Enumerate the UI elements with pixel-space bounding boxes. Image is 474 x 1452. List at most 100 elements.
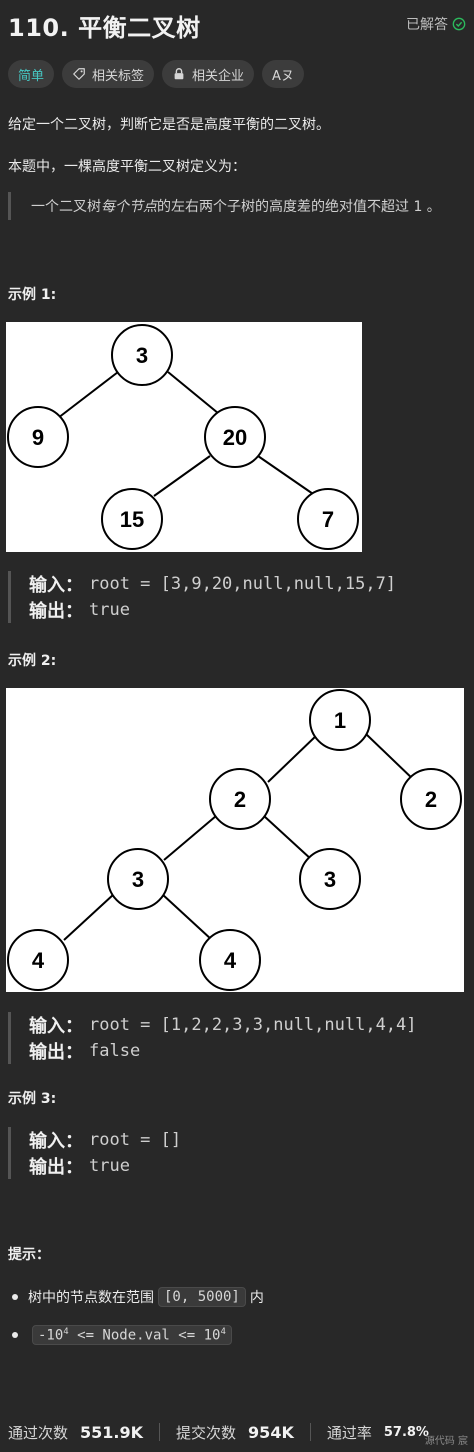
definition-quote: 一个二叉树每个节点的左右两个子树的高度差的绝对值不超过 1 。	[8, 192, 441, 220]
difficulty-label: 简单	[18, 68, 45, 84]
example-3-title: 示例 3:	[8, 1091, 57, 1107]
svg-text:7: 7	[322, 507, 334, 532]
translate-button[interactable]: Aヌ	[262, 60, 304, 88]
tree-2-node: 4	[199, 929, 261, 991]
hint-text: 内	[249, 1290, 264, 1306]
tree-1-edge	[153, 455, 211, 497]
solved-status: 已解答	[406, 14, 466, 34]
acceptance-rate-label: 通过率	[326, 1423, 372, 1442]
tree-1-node: 20	[204, 406, 266, 468]
lock-icon	[174, 68, 184, 80]
svg-text:3: 3	[136, 343, 148, 368]
svg-text:20: 20	[223, 425, 247, 450]
divider	[159, 1423, 161, 1441]
example-2-io: 输入： root = [1,2,2,3,3,null,null,4,4] 输出： f…	[8, 1012, 417, 1064]
hint-item: -104 <= Node.val <= 104	[12, 1322, 264, 1348]
difficulty-tag[interactable]: 简单	[8, 60, 55, 88]
tree-2-edge	[163, 815, 217, 861]
hint-text: 树中的节点数在范围	[28, 1290, 154, 1306]
example-2-title: 示例 2:	[8, 653, 57, 669]
svg-text:3: 3	[132, 867, 144, 892]
accepted-label: 通过次数	[8, 1423, 69, 1442]
input-value: root = [1,2,2,3,3,null,null,4,4]	[89, 1015, 417, 1035]
related-tags-label: 相关标签	[92, 68, 145, 84]
tree-1-node: 7	[297, 488, 359, 550]
svg-text:15: 15	[120, 507, 144, 532]
svg-text:9: 9	[32, 425, 44, 450]
hint-code-part: -10	[38, 1327, 64, 1344]
svg-text:1: 1	[334, 708, 346, 733]
tree-2-node: 4	[7, 929, 69, 991]
related-tags-button[interactable]: 相关标签	[62, 60, 155, 88]
output-value: false	[89, 1041, 141, 1061]
tree-1-node: 15	[101, 488, 163, 550]
output-label: 输出：	[29, 601, 83, 622]
tree-1-edge	[257, 455, 317, 497]
divider	[309, 1423, 311, 1441]
tree-1-edge	[57, 371, 119, 419]
example-3-io: 输入： root = [] 输出： true	[8, 1127, 181, 1179]
input-value: root = [3,9,20,null,null,15,7]	[89, 574, 397, 594]
bullet-icon	[12, 1332, 18, 1338]
stats-bar: 通过次数 551.9K 提交次数 954K 通过率 57.8%	[8, 1420, 429, 1444]
tree-2-edge	[365, 733, 417, 783]
related-companies-button[interactable]: 相关企业	[162, 60, 255, 88]
input-label: 输入：	[29, 575, 83, 596]
tree-2-node: 1	[309, 689, 371, 751]
hint-code-part: <= Node.val <= 10	[68, 1327, 221, 1344]
problem-header: 110. 平衡二叉树 已解答	[8, 6, 466, 42]
output-value: true	[89, 1156, 130, 1176]
tree-2-node: 2	[400, 768, 462, 830]
input-value: root = []	[89, 1130, 182, 1150]
example-2-tree-image: 1 2 2 3 3 4 4	[6, 688, 464, 992]
example-1-title: 示例 1:	[8, 287, 57, 303]
bullet-icon	[12, 1294, 18, 1300]
submitted-count: 954K	[248, 1422, 294, 1442]
quote-text-b: 的左右两个子树的高度差的绝对值不超过 1 。	[157, 199, 441, 215]
description-line-1: 给定一个二叉树，判断它是否是高度平衡的二叉树。	[8, 117, 330, 133]
output-value: true	[89, 600, 130, 620]
hint-code: -104 <= Node.val <= 104	[32, 1324, 232, 1346]
related-companies-label: 相关企业	[192, 68, 245, 84]
input-label: 输入：	[29, 1016, 83, 1037]
input-label: 输入：	[29, 1131, 83, 1152]
tree-2-edge	[267, 733, 319, 783]
tree-2-node: 3	[107, 848, 169, 910]
tree-2-svg: 1 2 2 3 3 4 4	[7, 689, 462, 991]
hint-exponent: 4	[63, 1326, 69, 1337]
svg-text:3: 3	[324, 867, 336, 892]
hint-exponent: 4	[220, 1326, 226, 1337]
svg-text:4: 4	[224, 948, 237, 973]
quote-text-a: 一个二叉树	[31, 199, 101, 215]
hints-list: 树中的节点数在范围 [0, 5000] 内 -104 <= Node.val <…	[12, 1284, 264, 1360]
tree-1-node: 3	[111, 324, 173, 386]
tree-2-edge	[263, 815, 313, 861]
tree-2-edge	[63, 893, 115, 941]
example-1-tree-image: 3 9 20 15 7	[6, 322, 362, 552]
tree-1-svg: 3 9 20 15 7	[7, 324, 359, 550]
tag-bar: 简单 相关标签 相关企业 Aヌ	[8, 60, 304, 88]
hint-item: 树中的节点数在范围 [0, 5000] 内	[12, 1284, 264, 1310]
tree-2-edge	[161, 893, 213, 941]
submitted-label: 提交次数	[176, 1423, 237, 1442]
acceptance-rate: 57.8%	[383, 1424, 429, 1440]
quote-text-emphasis: 每个节点	[101, 199, 157, 215]
tag-icon	[73, 68, 85, 80]
tree-2-node: 3	[299, 848, 361, 910]
example-1-io: 输入： root = [3,9,20,null,null,15,7] 输出： tru…	[8, 571, 396, 623]
watermark: 源代码 宸	[424, 1436, 468, 1447]
hints-title: 提示：	[8, 1247, 50, 1263]
output-label: 输出：	[29, 1042, 83, 1063]
translate-icon: Aヌ	[272, 68, 294, 84]
check-circle-icon	[452, 17, 466, 31]
svg-text:2: 2	[425, 787, 437, 812]
solved-label: 已解答	[406, 17, 448, 33]
tree-1-edge	[167, 371, 225, 419]
accepted-count: 551.9K	[80, 1422, 144, 1442]
description-line-2: 本题中，一棵高度平衡二叉树定义为：	[8, 159, 246, 175]
svg-text:2: 2	[234, 787, 246, 812]
tree-1-node: 9	[7, 406, 69, 468]
svg-text:4: 4	[32, 948, 45, 973]
problem-title: 110. 平衡二叉树	[8, 14, 201, 42]
output-label: 输出：	[29, 1157, 83, 1178]
